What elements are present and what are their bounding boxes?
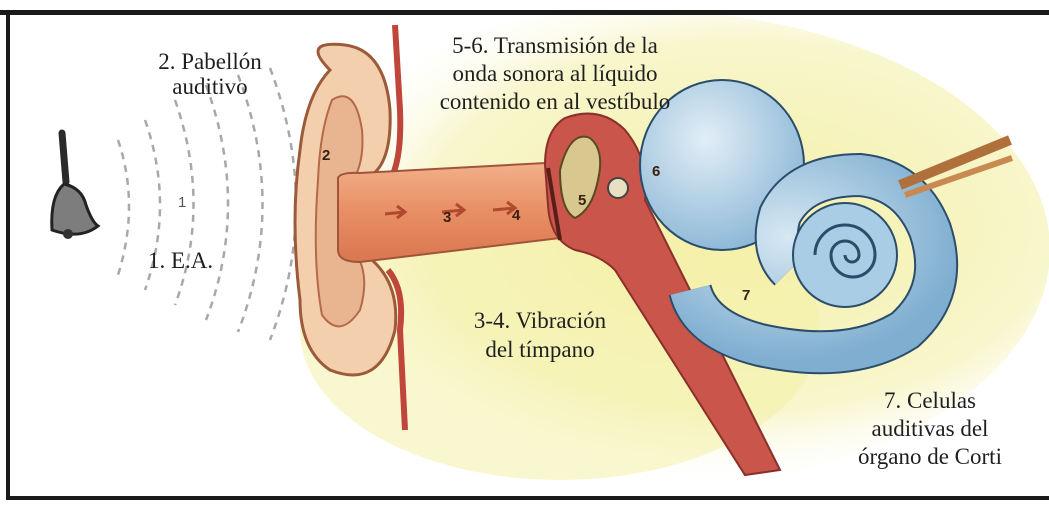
marker-6: 6 (652, 163, 660, 180)
marker-1: 1 (178, 194, 186, 211)
label-vibracion: 3-4. Vibración del tímpano (455, 308, 625, 362)
label-pabellon-line1: 2. Pabellón (140, 49, 280, 74)
bell-icon (52, 133, 98, 239)
label-vibracion-line2: del tímpano (455, 337, 625, 362)
label-pabellon-line2: auditivo (140, 74, 280, 99)
label-vibracion-line1: 3-4. Vibración (455, 308, 625, 333)
marker-4: 4 (512, 207, 521, 224)
label-transmision-line3: contenido en al vestíbulo (405, 89, 705, 114)
label-celulas: 7. Celulas auditivas del órgano de Corti (840, 388, 1020, 469)
frame-top (0, 10, 1049, 15)
label-transmision: 5-6. Transmisión de la onda sonora al lí… (405, 33, 705, 114)
marker-7: 7 (742, 287, 750, 304)
marker-5: 5 (578, 192, 586, 209)
label-ea-text: 1. E.A. (148, 248, 213, 273)
label-transmision-line2: onda sonora al líquido (405, 61, 705, 86)
marker-3: 3 (443, 209, 451, 226)
label-celulas-line1: 7. Celulas (840, 388, 1020, 413)
marker-2: 2 (322, 147, 330, 164)
label-pabellon: 2. Pabellón auditivo (140, 49, 280, 99)
label-transmision-line1: 5-6. Transmisión de la (405, 33, 705, 58)
label-celulas-line3: órgano de Corti (840, 444, 1020, 469)
frame-left (6, 10, 10, 500)
label-ea: 1. E.A. (148, 248, 213, 273)
label-celulas-line2: auditivas del (840, 416, 1020, 441)
frame-bottom (6, 496, 1049, 500)
